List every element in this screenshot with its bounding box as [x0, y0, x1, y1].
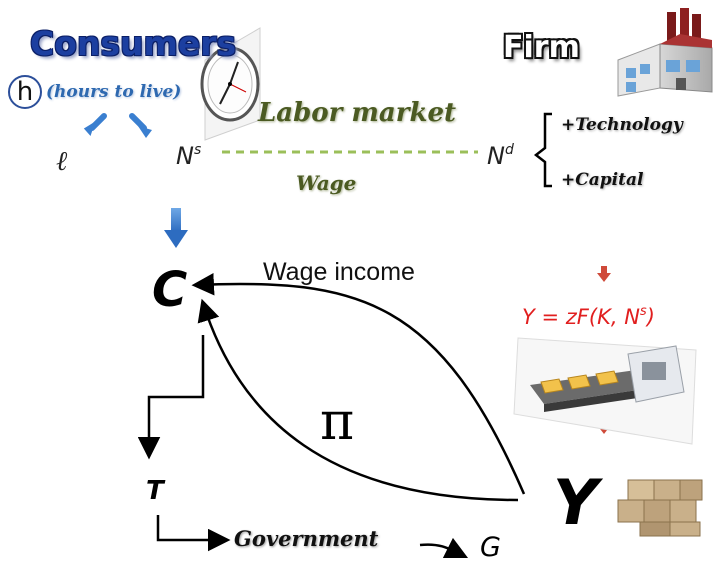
labor-demand-sup: d	[504, 142, 514, 158]
factor-brace	[533, 112, 552, 188]
profit-symbol: π	[320, 392, 355, 452]
production-function-close: )	[646, 305, 655, 329]
firm-title: Firm	[503, 30, 580, 65]
clock-icon	[200, 27, 261, 141]
boxes-icon	[617, 479, 703, 537]
spending-arrow	[419, 537, 469, 559]
production-function: Y = zF(K, Ns)	[522, 304, 655, 329]
conveyor-belt-icon	[513, 337, 697, 445]
taxes-symbol: T	[146, 476, 164, 506]
labor-supply-sup: s	[193, 142, 202, 158]
output-symbol: Y	[553, 466, 598, 539]
tax-arrow	[137, 335, 205, 460]
profit-arrow	[197, 298, 519, 502]
government-label: Government	[234, 526, 379, 551]
hours-label: (hours to live)	[46, 82, 182, 102]
wage-income-arrow	[191, 272, 526, 495]
labor-market-title: Labor market	[258, 98, 457, 128]
down-arrow-icon	[164, 208, 188, 248]
labor-demand-symbol: Nd	[487, 142, 514, 170]
production-function-main: Y = zF(K, N	[522, 305, 640, 329]
blue-split-arrows	[83, 113, 152, 138]
labor-supply-symbol: Ns	[176, 142, 201, 170]
labor-demand-base: N	[487, 142, 505, 170]
consumption-symbol: C	[152, 262, 188, 318]
factor-capital: +Capital	[561, 170, 644, 190]
hours-symbol: h	[8, 75, 42, 109]
government-arrow	[156, 515, 231, 552]
factor-technology: +Technology	[561, 115, 683, 135]
consumers-title: Consumers	[30, 24, 237, 63]
labor-supply-base: N	[176, 142, 194, 170]
production-function-sup: s	[639, 304, 647, 319]
gov-spending-symbol: G	[480, 532, 501, 563]
wage-income-label: Wage income	[263, 258, 415, 286]
wage-label: Wage	[296, 171, 357, 195]
factory-icon	[617, 8, 713, 97]
leisure-symbol: ℓ	[56, 146, 68, 177]
